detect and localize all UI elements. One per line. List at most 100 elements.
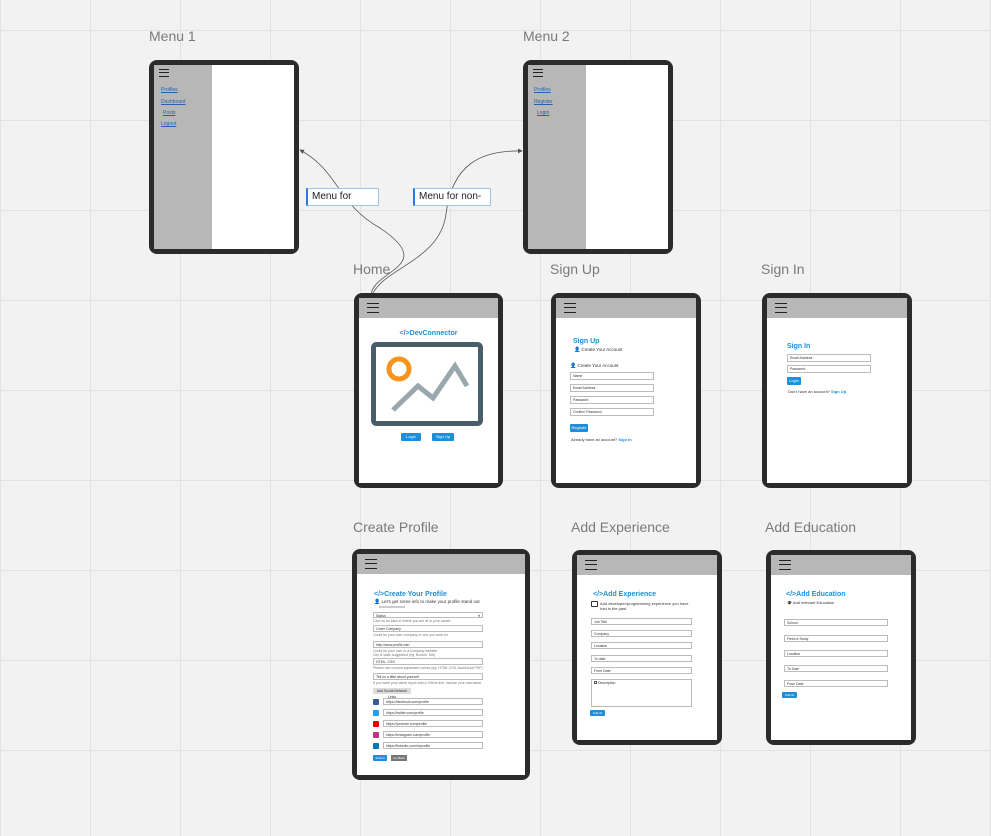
add-experience-company-field[interactable]: Company: [591, 630, 692, 637]
hamburger-icon[interactable]: [564, 303, 576, 313]
checkbox-icon[interactable]: [594, 681, 597, 684]
create-profile-heading: </>Create Your Profile: [374, 591, 447, 598]
create-profile-lead-text: Let's get some info to make your profile…: [381, 599, 480, 604]
add-experience-topbar: [577, 555, 717, 575]
add-education-to-date-field[interactable]: To Date: [784, 665, 888, 672]
create-profile-hint-1: Could be your own company or one you wor…: [373, 633, 449, 637]
add-experience-description-textarea[interactable]: Description: [591, 679, 692, 707]
create-profile-twitter-field[interactable]: https://twitter.com/profile: [383, 709, 483, 716]
add-experience-location-field[interactable]: Location: [591, 642, 692, 649]
hamburger-icon[interactable]: [367, 303, 379, 313]
add-education-from-date-field[interactable]: From Date: [784, 680, 888, 687]
frame-title-add-experience: Add Experience: [571, 519, 670, 535]
signup-password-field[interactable]: Password: [570, 396, 654, 404]
signup-email-field[interactable]: Email Address: [570, 384, 654, 392]
signup-name-field[interactable]: Name: [570, 372, 654, 380]
signin-footer-signup-link[interactable]: Sign Up: [831, 389, 847, 394]
create-profile-back-button[interactable]: Go Back: [391, 755, 407, 761]
signup-footer-text: Already have an account?: [571, 437, 618, 442]
create-profile-instagram-field[interactable]: https://instagram.com/profile: [383, 731, 483, 738]
status-select-value: Status: [376, 614, 386, 618]
add-education-lead: 🎓 Add relevant Education: [787, 600, 834, 605]
landscape-image-icon: [371, 342, 483, 426]
signin-screen: Sign In Email Address Password Login Don…: [767, 298, 907, 483]
add-education-field-of-study-field[interactable]: Field of Study: [784, 635, 888, 642]
add-education-location-field[interactable]: Location: [784, 650, 888, 657]
create-profile-submit-button[interactable]: Submit: [373, 755, 387, 761]
add-education-mockup: </>Add Education 🎓 Add relevant Educatio…: [766, 550, 916, 745]
menu1-link-posts[interactable]: Posts: [163, 110, 176, 116]
connector-home-to-menu2: [370, 148, 523, 299]
frame-title-home: Home: [353, 261, 391, 277]
user-icon: 👤: [574, 347, 581, 353]
create-profile-facebook-field[interactable]: https://facebook.com/profile: [383, 698, 483, 705]
create-profile-bio-field[interactable]: Tell us a little about yourself: [373, 673, 483, 680]
add-education-screen: </>Add Education 🎓 Add relevant Educatio…: [771, 555, 911, 740]
add-education-lead-text: Add relevant Education: [792, 600, 835, 605]
signin-footer: Don't have an account? Sign Up: [788, 389, 846, 394]
home-mockup: </>DevConnector Login Sign Up: [354, 293, 503, 488]
menu1-sidebar: Profiles Dashboard Posts Logout: [154, 65, 212, 249]
menu2-link-login[interactable]: Login: [537, 110, 550, 116]
create-profile-screen: </>Create Your Profile 👤 Let's get some …: [357, 554, 525, 775]
hamburger-icon[interactable]: [775, 303, 787, 313]
signup-register-button[interactable]: Register: [570, 424, 588, 432]
create-profile-company-field[interactable]: Order Company: [373, 625, 483, 632]
home-signup-button[interactable]: Sign Up: [432, 433, 454, 441]
frame-title-signup: Sign Up: [550, 261, 600, 277]
create-profile-hint-3: City & state suggested (eg. Boston, MA): [373, 653, 436, 657]
signin-heading: Sign In: [787, 343, 811, 350]
signin-footer-text: Don't have an account?: [788, 389, 830, 394]
hamburger-icon[interactable]: [533, 69, 543, 77]
create-profile-topbar: [357, 554, 525, 574]
signin-login-button[interactable]: Login: [787, 377, 801, 385]
hamburger-icon[interactable]: [159, 69, 169, 77]
create-profile-status-select[interactable]: Status▾: [373, 612, 483, 618]
menu1-link-dashboard[interactable]: Dashboard: [161, 99, 186, 105]
create-profile-skills-field[interactable]: HTML, CSS: [373, 658, 483, 665]
briefcase-icon: [591, 601, 598, 607]
add-experience-description-placeholder: Description: [598, 681, 616, 685]
home-brand: </>DevConnector: [399, 330, 458, 337]
signin-topbar: [767, 298, 907, 318]
signup-footer: Already have an account? Sign In: [571, 437, 632, 442]
menu2-link-profiles[interactable]: Profiles: [534, 87, 551, 93]
menu2-sidebar: Profiles Register Login: [528, 65, 586, 249]
add-experience-mockup: </>Add Experience Add developer/programm…: [572, 550, 722, 745]
create-profile-linkedin-field[interactable]: https://linkedin.com/in/profile: [383, 742, 483, 749]
frame-title-menu1: Menu 1: [149, 28, 196, 44]
create-profile-hint-5: If you want your latest repos and a Gith…: [373, 681, 482, 685]
menu1-screen: Profiles Dashboard Posts Logout: [154, 65, 294, 249]
create-profile-website-field[interactable]: http://www.profile.me/: [373, 641, 483, 648]
create-profile-social-toggle-button[interactable]: Add Social Network Links: [373, 688, 411, 699]
signin-email-field[interactable]: Email Address: [787, 354, 871, 362]
add-experience-job-title-field[interactable]: Job Title: [591, 618, 692, 625]
create-profile-hint-4: Please use comma separated values (eg. H…: [373, 666, 483, 670]
add-experience-to-date-field[interactable]: To date: [591, 655, 692, 662]
add-experience-lead-text: Add developer/programming experience you…: [600, 601, 689, 611]
hamburger-icon[interactable]: [779, 560, 791, 570]
add-experience-lead: Add developer/programming experience you…: [591, 601, 691, 611]
user-icon: 👤: [570, 363, 577, 369]
signup-confirm-password-field[interactable]: Confirm Password: [570, 408, 654, 416]
sticky-note-menu-for: Menu for: [306, 188, 379, 206]
signin-password-field[interactable]: Password: [787, 365, 871, 373]
create-profile-divider: [379, 606, 405, 608]
frame-title-menu2: Menu 2: [523, 28, 570, 44]
hamburger-icon[interactable]: [585, 560, 597, 570]
add-experience-from-date-field[interactable]: From Date: [591, 667, 692, 674]
signup-mockup: Sign Up 👤 Create Your Account 👤 Create Y…: [551, 293, 701, 488]
signup-footer-signin-link[interactable]: Sign In: [618, 437, 632, 442]
create-profile-youtube-field[interactable]: https://youtube.com/profile: [383, 720, 483, 727]
home-login-button[interactable]: Login: [401, 433, 421, 441]
hamburger-icon[interactable]: [365, 559, 377, 569]
menu1-link-logout[interactable]: Logout: [161, 121, 177, 127]
add-education-school-field[interactable]: School: [784, 619, 888, 626]
menu1-link-profiles[interactable]: Profiles: [161, 87, 178, 93]
menu2-link-register[interactable]: Register: [534, 99, 553, 105]
add-experience-submit-button[interactable]: Submit: [590, 710, 605, 716]
signup-subheading-2: 👤 Create Your Account: [570, 363, 619, 369]
create-profile-hint-2: Could be your own or a company website: [373, 649, 438, 653]
frame-title-add-education: Add Education: [765, 519, 857, 535]
add-education-submit-button[interactable]: Submit: [782, 692, 797, 698]
